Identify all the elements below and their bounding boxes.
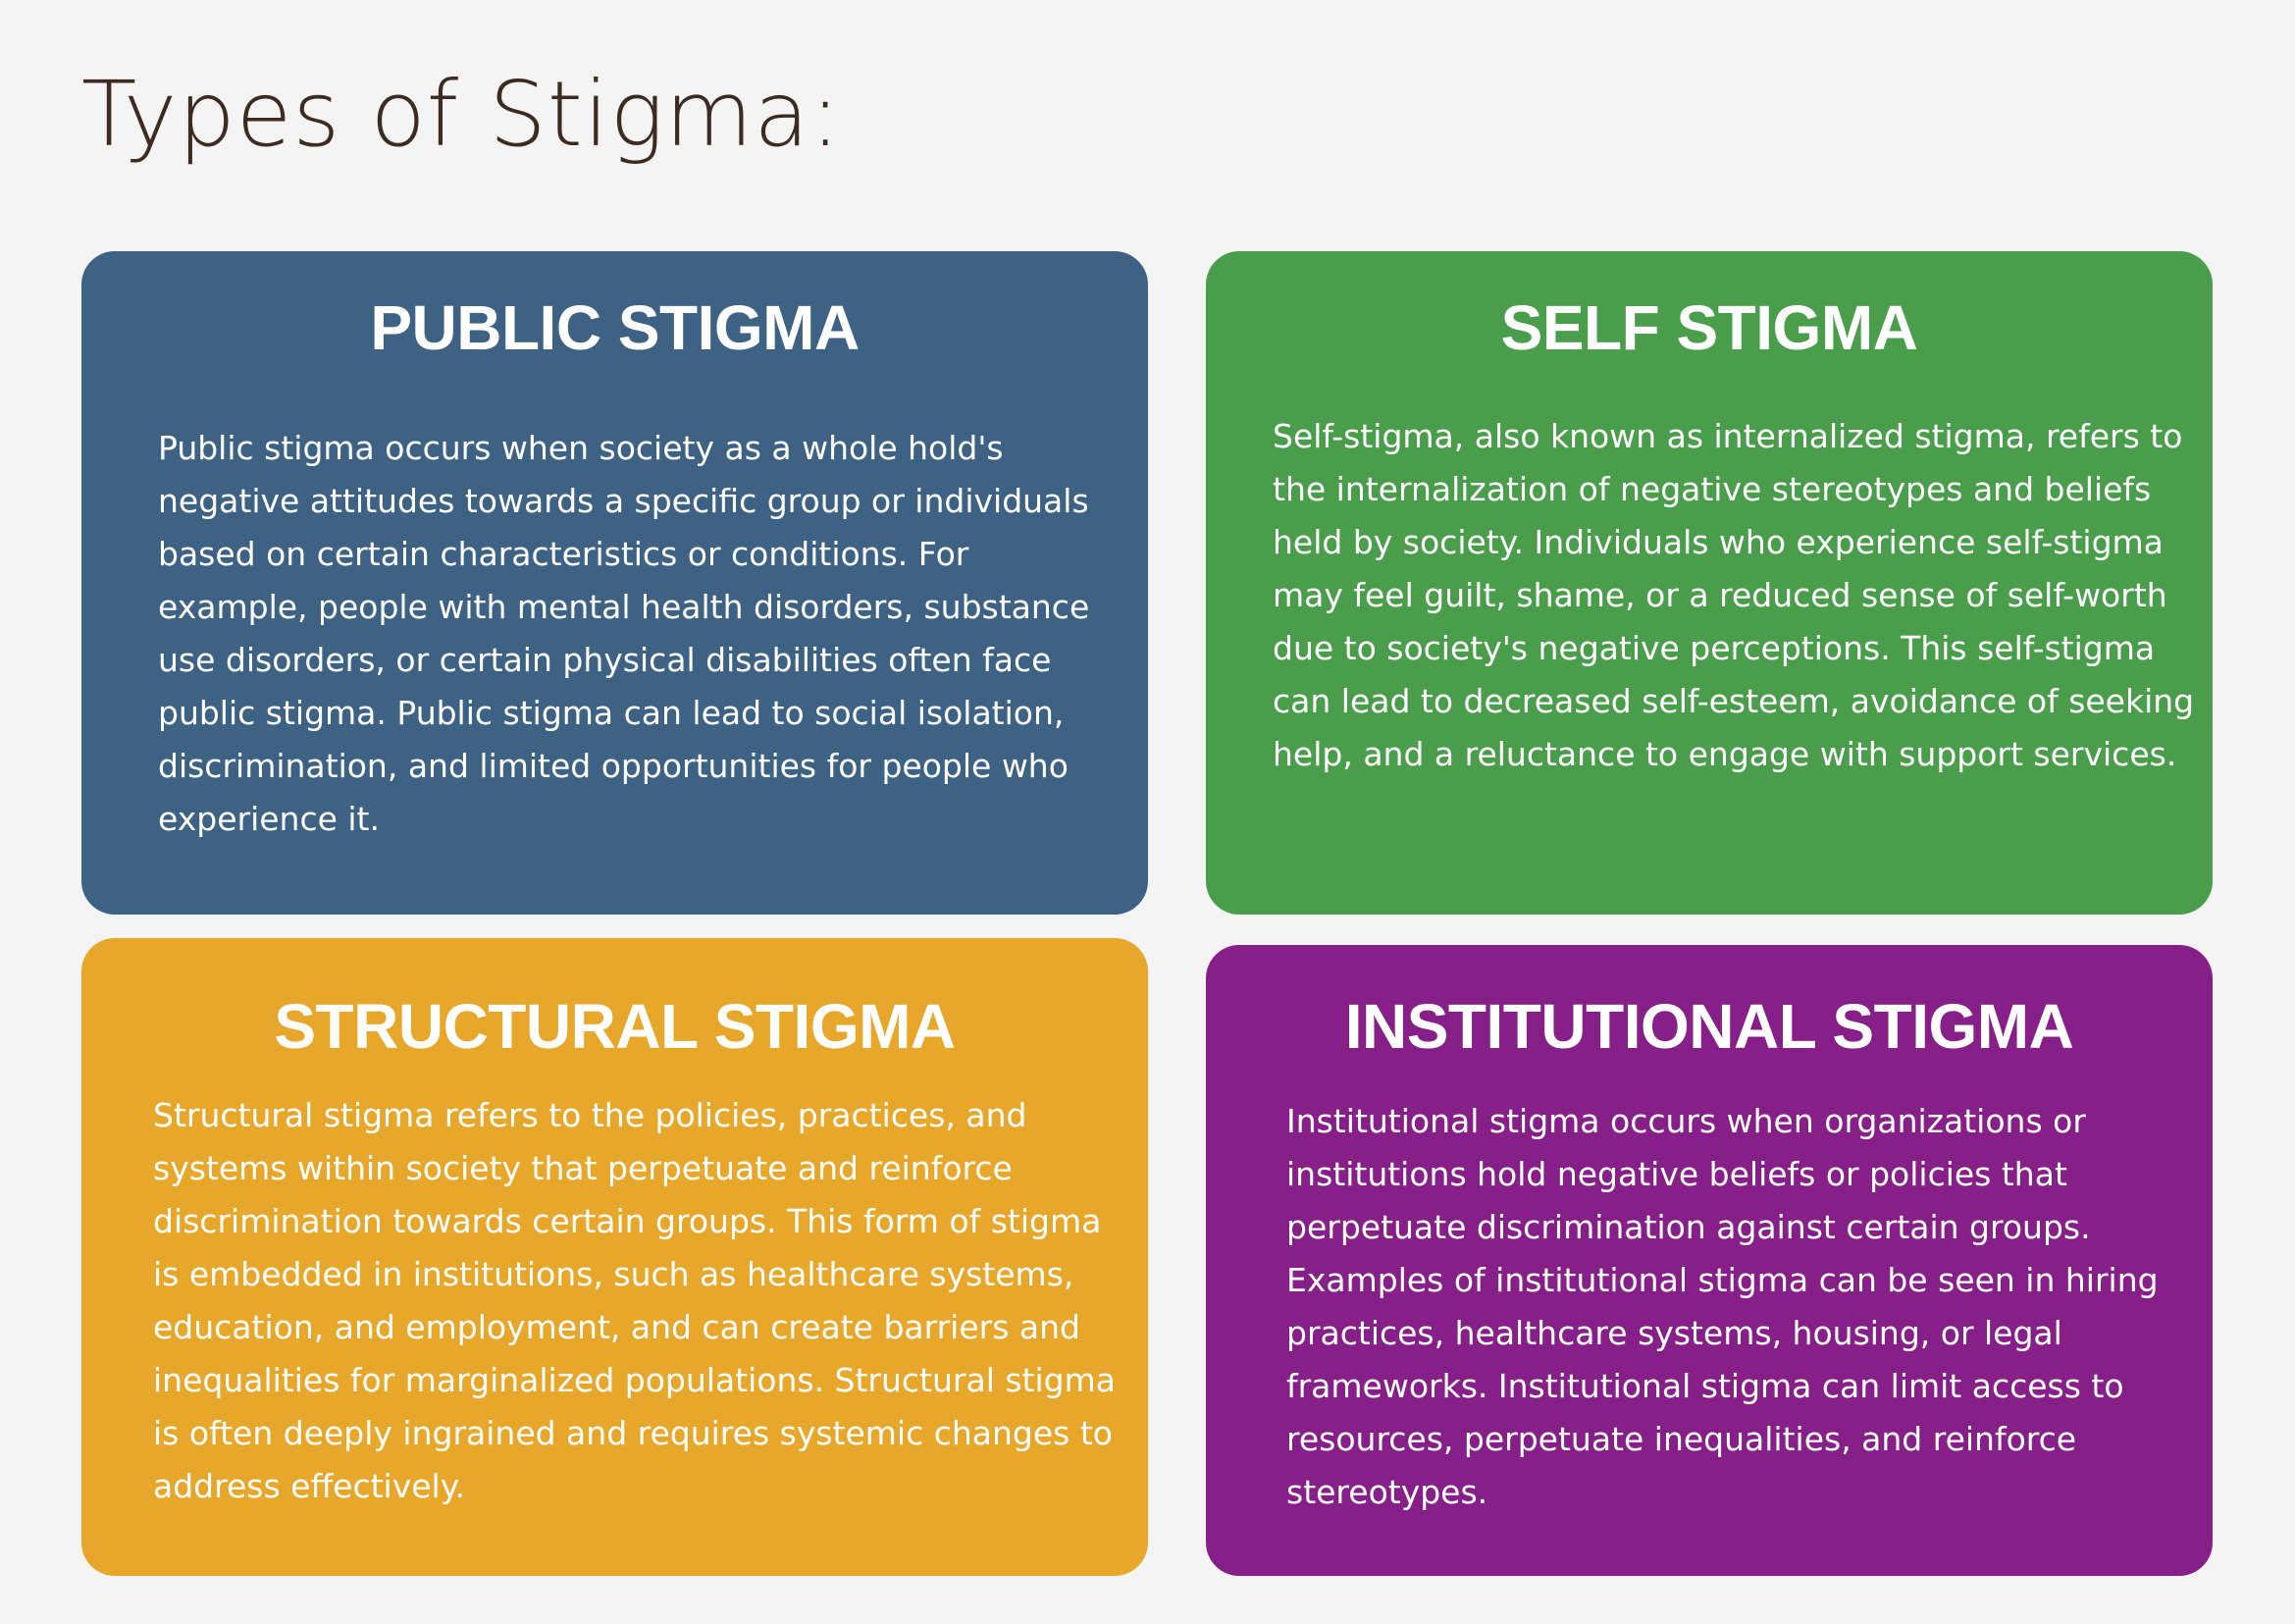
card-body: Public stigma occurs when society as a w… <box>158 429 1090 838</box>
card-heading: INSTITUTIONAL STIGMA <box>1344 991 2074 1062</box>
card-body: Self-stigma, also known as internalized … <box>1273 417 2195 773</box>
self-stigma-card: SELF STIGMA Self-stigma, also known as i… <box>1206 251 2213 915</box>
card-heading: SELF STIGMA <box>1500 292 1918 363</box>
card-heading: STRUCTURAL STIGMA <box>274 991 956 1062</box>
institutional-stigma-card: INSTITUTIONAL STIGMA Institutional stigm… <box>1206 945 2213 1576</box>
card-body: Structural stigma refers to the policies… <box>153 1096 1116 1505</box>
page-title: Types of Stigma: <box>81 62 842 167</box>
structural-stigma-card: STRUCTURAL STIGMA Structural stigma refe… <box>81 938 1148 1576</box>
public-stigma-card: PUBLIC STIGMA Public stigma occurs when … <box>81 251 1148 915</box>
card-body: Institutional stigma occurs when organiz… <box>1286 1102 2159 1511</box>
card-heading: PUBLIC STIGMA <box>370 292 860 363</box>
